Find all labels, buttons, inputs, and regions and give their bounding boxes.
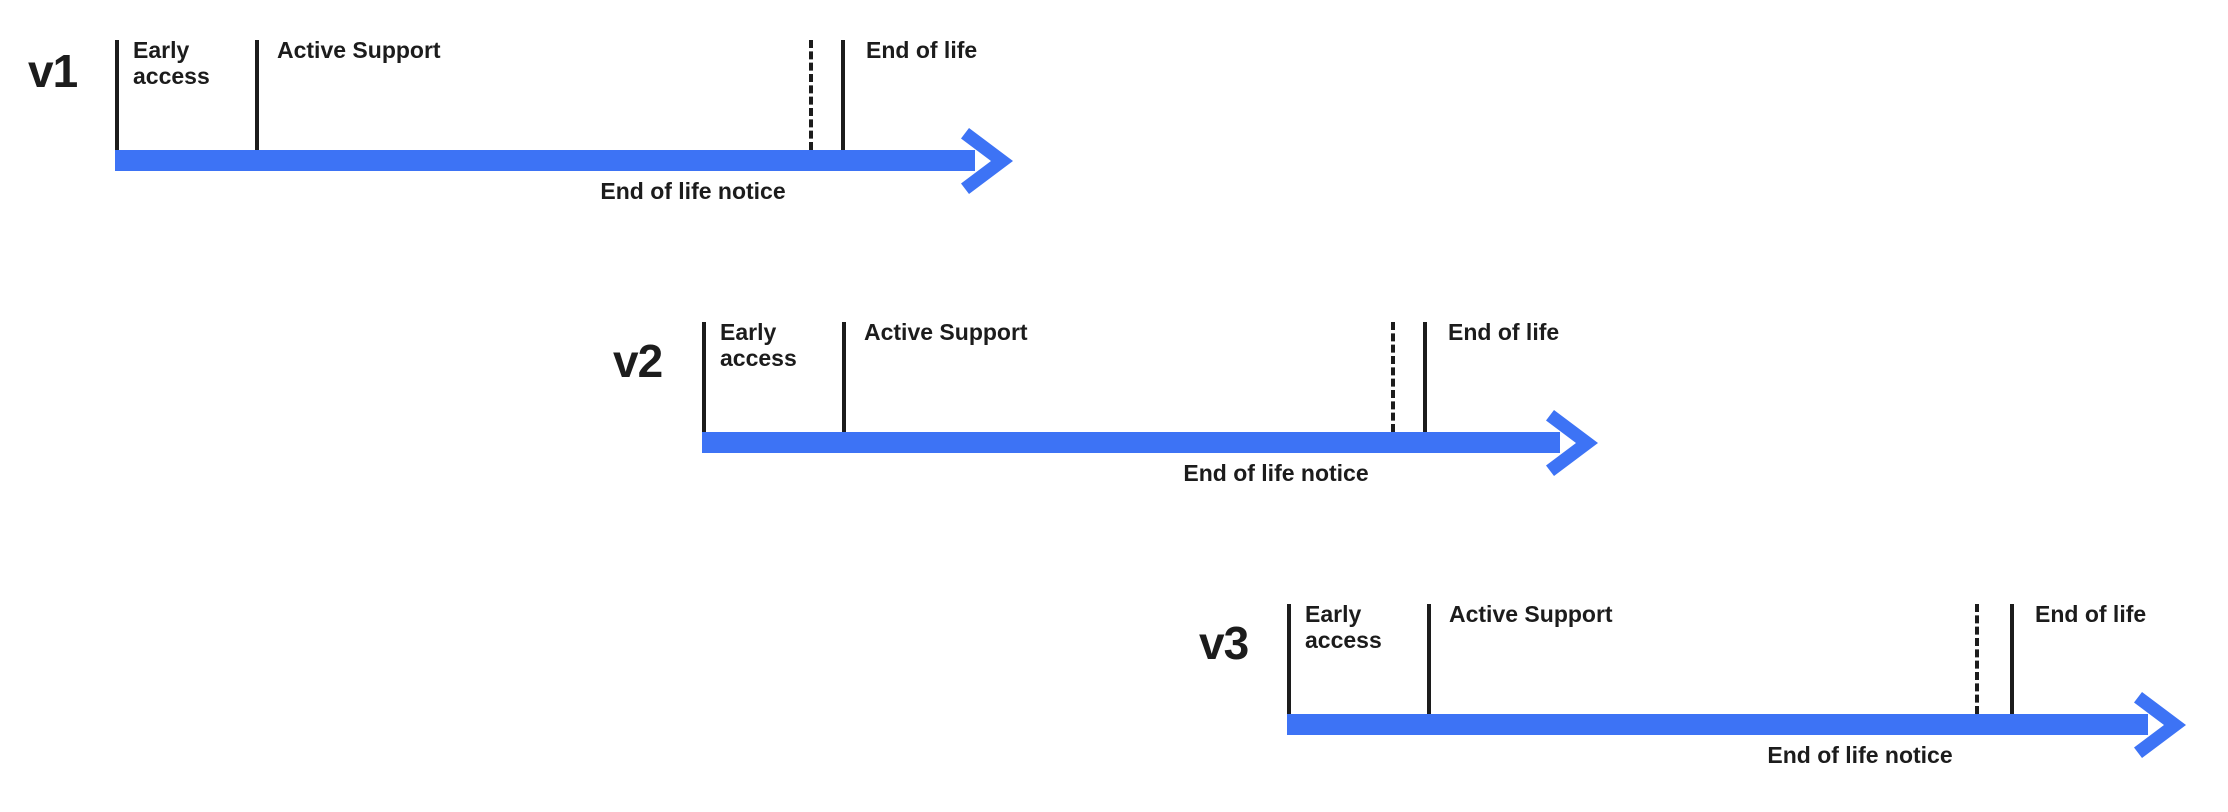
start-tick	[702, 322, 706, 432]
end-of-life-notice-label: End of life notice	[600, 178, 786, 204]
end-of-life-notice-marker	[809, 40, 813, 150]
end-of-life-label: End of life	[1448, 319, 1560, 345]
end-of-life-tick	[2010, 604, 2014, 714]
end-of-life-notice-label: End of life notice	[1767, 742, 1953, 768]
end-of-life-label: End of life	[866, 37, 978, 63]
end-of-life-tick	[841, 40, 845, 150]
start-tick	[1287, 604, 1291, 714]
early-access-label: Early access	[1305, 601, 1382, 653]
arrow-head-icon	[961, 127, 1013, 194]
version-label: v3	[1199, 617, 1249, 669]
end-of-life-label: End of life	[2035, 601, 2147, 627]
arrow-head-icon	[2134, 691, 2186, 758]
early-access-end-tick	[842, 322, 846, 432]
arrow-head-icon	[1546, 409, 1598, 476]
early-access-label: Early access	[720, 319, 797, 371]
early-access-label: Early access	[133, 37, 210, 89]
early-access-end-tick	[255, 40, 259, 150]
end-of-life-tick	[1423, 322, 1427, 432]
version-label: v1	[28, 45, 78, 97]
end-of-life-notice-marker	[1391, 322, 1395, 432]
lifecycle-bar	[115, 150, 975, 171]
early-access-end-tick	[1427, 604, 1431, 714]
lifecycle-bar	[702, 432, 1560, 453]
version-label: v2	[613, 335, 663, 387]
active-support-label: Active Support	[277, 37, 441, 63]
lifecycle-bar	[1287, 714, 2148, 735]
end-of-life-notice-label: End of life notice	[1183, 460, 1369, 486]
end-of-life-notice-marker	[1975, 604, 1979, 714]
active-support-label: Active Support	[1449, 601, 1613, 627]
start-tick	[115, 40, 119, 150]
active-support-label: Active Support	[864, 319, 1028, 345]
